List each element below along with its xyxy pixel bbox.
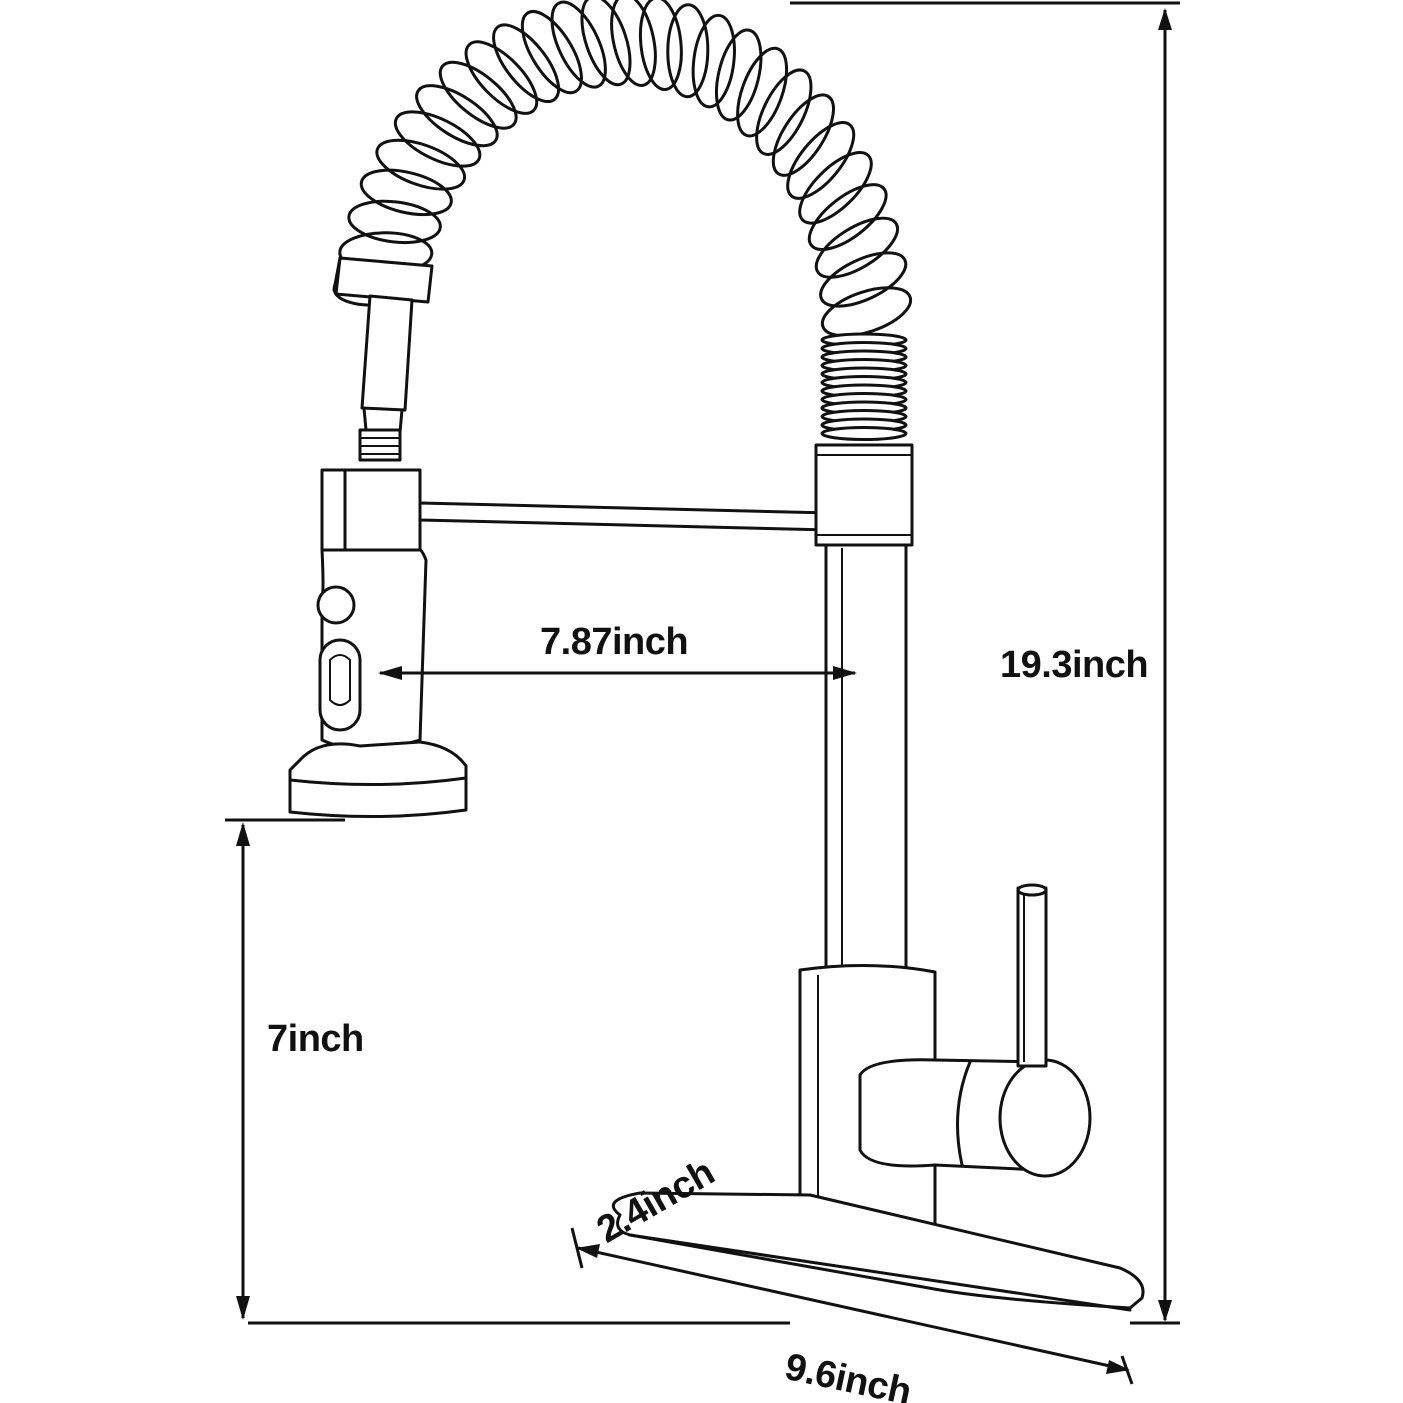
faucet-column xyxy=(793,443,942,1268)
dimension-height-19-3 xyxy=(790,1,1180,1325)
tight-coil-ring xyxy=(820,426,908,441)
coil-loop xyxy=(638,0,683,92)
coil-loop xyxy=(415,84,499,148)
coil-loop xyxy=(807,183,888,251)
coil-loop xyxy=(736,46,789,138)
coil-loop xyxy=(814,216,899,279)
dimension-reach-7-87 xyxy=(378,666,857,680)
deck-plate xyxy=(611,1191,1145,1312)
coil-loop xyxy=(610,0,657,87)
coil-loop xyxy=(771,93,835,177)
coil-loop xyxy=(492,23,561,103)
spray-head-hose xyxy=(332,256,434,462)
faucet-handle xyxy=(858,883,1092,1178)
coil-loop xyxy=(820,286,913,338)
label-reach: 7.87inch xyxy=(540,621,689,663)
coil-loop xyxy=(580,0,632,87)
coil-loop xyxy=(393,110,482,168)
coil-loop xyxy=(798,151,873,225)
coil-loop xyxy=(691,13,736,109)
coil-loop xyxy=(666,3,710,99)
label-clearance: 7inch xyxy=(267,1018,364,1060)
label-height: 19.3inch xyxy=(1000,644,1149,686)
coil-loop xyxy=(375,138,467,191)
coil-loop xyxy=(520,10,583,95)
spring-coil xyxy=(332,0,913,338)
tight-coil-section xyxy=(820,332,908,441)
coil-loop xyxy=(786,121,856,200)
coil-loop xyxy=(359,168,453,217)
coil-loop xyxy=(347,199,442,245)
coil-loop xyxy=(464,40,539,115)
holder-arm xyxy=(418,501,838,532)
coil-loop xyxy=(819,251,908,308)
spray-head xyxy=(288,468,468,819)
coil-loop xyxy=(755,68,813,156)
dimension-clearance-7 xyxy=(225,818,790,1325)
coil-loop xyxy=(714,28,763,122)
dimension-plate-9-6 xyxy=(570,1227,1134,1385)
coil-loop xyxy=(550,0,607,89)
coil-loop xyxy=(438,60,518,130)
